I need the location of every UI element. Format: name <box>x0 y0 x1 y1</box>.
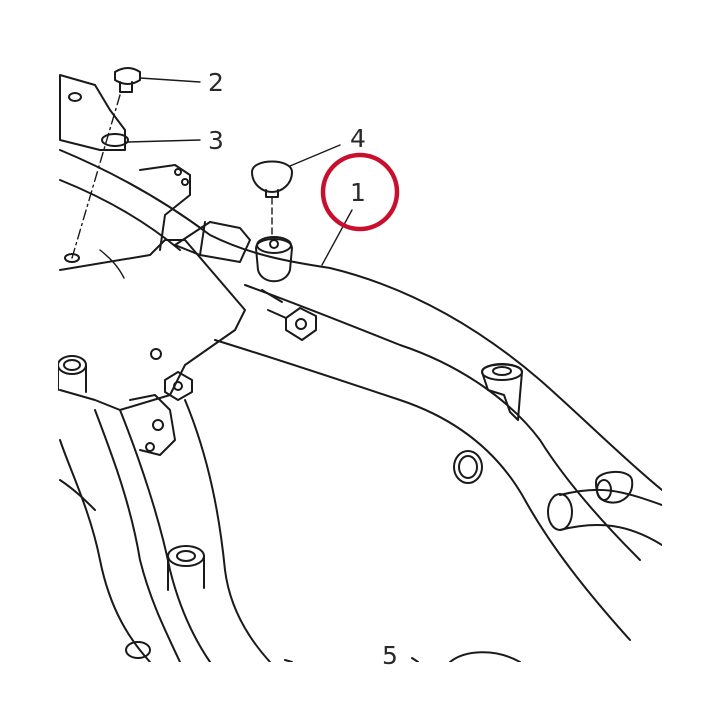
lower-boss-body <box>167 555 205 591</box>
rail-nut <box>285 307 317 341</box>
bottom-right-fragment <box>449 651 521 662</box>
right-standoff-hole <box>492 366 512 376</box>
left-boss-body <box>58 364 87 393</box>
right-cross-tube-end <box>547 493 573 531</box>
lower-left-tab <box>129 394 176 456</box>
bracket-part <box>59 74 126 151</box>
bottom-boss <box>125 641 151 659</box>
left-tube-outer <box>59 439 151 662</box>
callout-label-2: 2 <box>208 68 224 97</box>
frame-drawing <box>58 67 662 662</box>
right-knob-face <box>596 479 612 501</box>
tab-hole-1 <box>152 419 164 431</box>
callout-label-4: 4 <box>350 124 366 153</box>
bracket-hole <box>101 133 129 147</box>
bracket-small-hole <box>68 92 82 102</box>
main-rail-lower <box>244 284 641 561</box>
rubber-cap-stem <box>265 189 279 198</box>
wire-line <box>99 249 125 279</box>
mounting-plate <box>59 239 246 411</box>
lower-boss-inner <box>176 550 196 562</box>
rail-oval-hole <box>453 450 483 484</box>
plate-hole-center <box>150 348 162 360</box>
rail-bushing <box>255 238 293 283</box>
leader-line-1 <box>321 209 353 266</box>
plate-hole-top-2 <box>181 178 189 186</box>
left-tube-edge <box>59 479 96 511</box>
center-tube-left <box>119 409 211 662</box>
rail-nut-hole <box>295 318 307 330</box>
lower-boss-top <box>167 545 205 567</box>
screw-part <box>114 67 141 85</box>
callout-label-5: 5 <box>382 641 398 670</box>
leader-line-4 <box>289 144 341 167</box>
main-rail-upper <box>59 149 662 491</box>
left-tube-inner <box>94 409 181 662</box>
rail-lower-tube <box>214 339 631 641</box>
plate-hole-top <box>174 168 182 176</box>
plate-nut <box>164 371 193 401</box>
left-boss-top <box>58 355 87 375</box>
assembly-axis-screw <box>71 94 121 259</box>
right-cross-tube <box>559 488 662 546</box>
main-rail-upper-inner <box>59 179 181 251</box>
right-knob <box>595 471 634 504</box>
gusset-fold <box>199 221 206 256</box>
screw-shank <box>119 81 133 93</box>
bottom-mark <box>411 657 419 662</box>
plate-tab <box>139 164 191 251</box>
bottom-mark-2 <box>284 659 293 662</box>
right-standoff-top <box>481 363 523 381</box>
left-boss-inner <box>63 359 81 371</box>
callout-label-3: 3 <box>208 126 224 155</box>
rail-oval-hole-inner <box>458 455 478 479</box>
frame-mount-hole <box>64 253 80 263</box>
rail-nut-bolt <box>261 289 287 319</box>
leader-line-2 <box>139 77 201 83</box>
plate-nut-hole <box>173 381 183 391</box>
leader-line-3 <box>127 139 201 143</box>
callout-label-1: 1 <box>350 178 366 207</box>
rail-bushing-hole <box>269 239 279 249</box>
highlight-circle <box>320 152 400 232</box>
rubber-cap-part <box>251 160 293 193</box>
rail-bushing-top <box>256 236 292 254</box>
tab-hole-2 <box>145 442 155 452</box>
center-tube-right <box>184 399 271 662</box>
